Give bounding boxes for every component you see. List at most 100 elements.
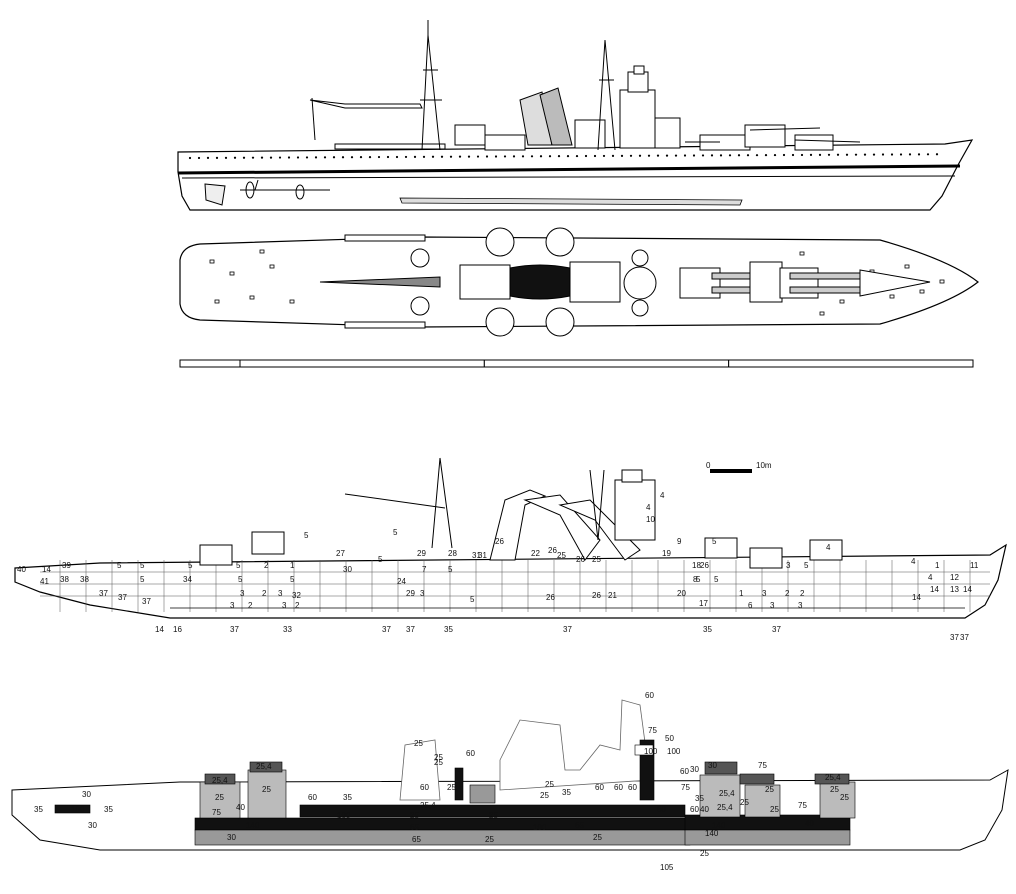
armor-thickness-label: 60	[308, 793, 317, 802]
compartment-label: 14	[963, 585, 972, 594]
compartment-label: 5	[188, 561, 193, 570]
compartment-label: 14	[930, 585, 939, 594]
inboard-structures	[199, 457, 843, 569]
compartment-label: 13	[950, 585, 959, 594]
porthole	[791, 153, 795, 157]
compartment-label: 17	[699, 599, 708, 608]
compartment-label: 5	[290, 575, 295, 584]
deck-fitting	[799, 251, 805, 256]
porthole	[746, 154, 750, 157]
armor-thickness-label: 25	[489, 811, 498, 820]
porthole	[314, 156, 318, 159]
armor-thickness-label: 60	[657, 805, 666, 814]
armor-thickness-label: 25	[545, 780, 554, 789]
compartment-label: 3	[278, 589, 283, 598]
compartment-label: 4	[646, 503, 651, 512]
armor-thickness-label: 75	[648, 726, 657, 735]
porthole	[323, 156, 327, 159]
compartment-label: 1	[290, 561, 295, 570]
compartment-label: 4	[826, 543, 831, 552]
compartment-label: 37	[230, 625, 239, 634]
compartment-label: 10	[646, 515, 655, 524]
compartment-label: 5	[117, 561, 122, 570]
compartment-label: 22	[531, 549, 540, 558]
armor-thickness-label: 35	[562, 788, 571, 797]
compartment-label: 1	[935, 561, 940, 570]
armor-thickness-label: 25	[215, 793, 224, 802]
scale-segment	[483, 359, 730, 368]
porthole	[530, 155, 534, 158]
porthole	[539, 155, 543, 158]
porthole	[386, 155, 390, 159]
compartment-label: 26	[546, 593, 555, 602]
porthole	[827, 153, 831, 156]
armor-thickness-label: 25	[700, 849, 709, 858]
compartment-label: 3	[240, 589, 245, 598]
compartment-label: 14	[155, 625, 164, 634]
hull-outline	[177, 139, 974, 211]
armor-thickness-label: 25	[262, 785, 271, 794]
armor-thickness-label: 25	[770, 805, 779, 814]
porthole	[899, 153, 903, 156]
porthole	[719, 154, 723, 157]
porthole	[593, 154, 597, 158]
porthole	[917, 153, 921, 156]
porthole	[341, 156, 345, 159]
outboard-profile-view	[177, 20, 974, 211]
deck-fitting	[819, 311, 825, 316]
scale-segment	[179, 359, 241, 368]
compartment-label: 3	[770, 601, 775, 610]
porthole	[692, 154, 696, 157]
porthole	[584, 154, 588, 158]
armor-thickness-label: 25,4	[212, 776, 228, 785]
armor-thickness-label: 35	[104, 805, 113, 814]
porthole	[305, 156, 309, 159]
porthole	[782, 153, 786, 157]
compartment-label: 25	[592, 555, 601, 564]
compartment-label: 3	[230, 601, 235, 610]
porthole	[215, 156, 219, 159]
deck-fitting	[839, 299, 845, 304]
armor-thickness-label: 40	[700, 805, 709, 814]
porthole	[467, 155, 471, 158]
porthole	[818, 153, 822, 156]
compartment-label: 32	[292, 591, 301, 600]
compartment-label: 12	[950, 573, 959, 582]
compartment-label: 5	[304, 531, 309, 540]
armor-thickness-label: 75	[212, 808, 221, 817]
armor-thickness-label: 30	[88, 821, 97, 830]
armor-thickness-label: 140	[246, 821, 260, 830]
armor-thickness-label: 75	[681, 783, 690, 792]
porthole	[512, 155, 516, 158]
compartment-label: 26	[700, 561, 709, 570]
waterline	[181, 175, 956, 179]
propellers-and-rudder	[204, 179, 330, 206]
compartment-label: 21	[608, 591, 617, 600]
compartment-label: 25	[557, 551, 566, 560]
porthole	[926, 153, 930, 156]
porthole	[494, 155, 498, 158]
porthole	[440, 155, 444, 158]
deck-fitting	[209, 259, 215, 264]
deck-fitting	[889, 294, 895, 299]
armor-thickness-label: 35	[343, 793, 352, 802]
porthole	[503, 155, 507, 158]
deck-fitting	[259, 249, 265, 254]
porthole	[908, 153, 912, 156]
compartment-label: 2	[248, 601, 253, 610]
armor-thickness-label: 35	[34, 805, 43, 814]
porthole	[881, 153, 885, 156]
compartment-label: 37	[563, 625, 572, 634]
compartment-label: 30	[343, 565, 352, 574]
compartment-label: 5	[712, 537, 717, 546]
compartment-label: 34	[183, 575, 192, 584]
armor-belts	[54, 739, 856, 846]
porthole	[683, 154, 687, 157]
armor-thickness-label: 25,4	[825, 773, 841, 782]
porthole	[728, 154, 732, 157]
armor-thickness-label: 140	[705, 829, 719, 838]
compartment-label: 5	[393, 528, 398, 537]
compartment-label: 4	[928, 573, 933, 582]
compartment-label: 26	[495, 537, 504, 546]
